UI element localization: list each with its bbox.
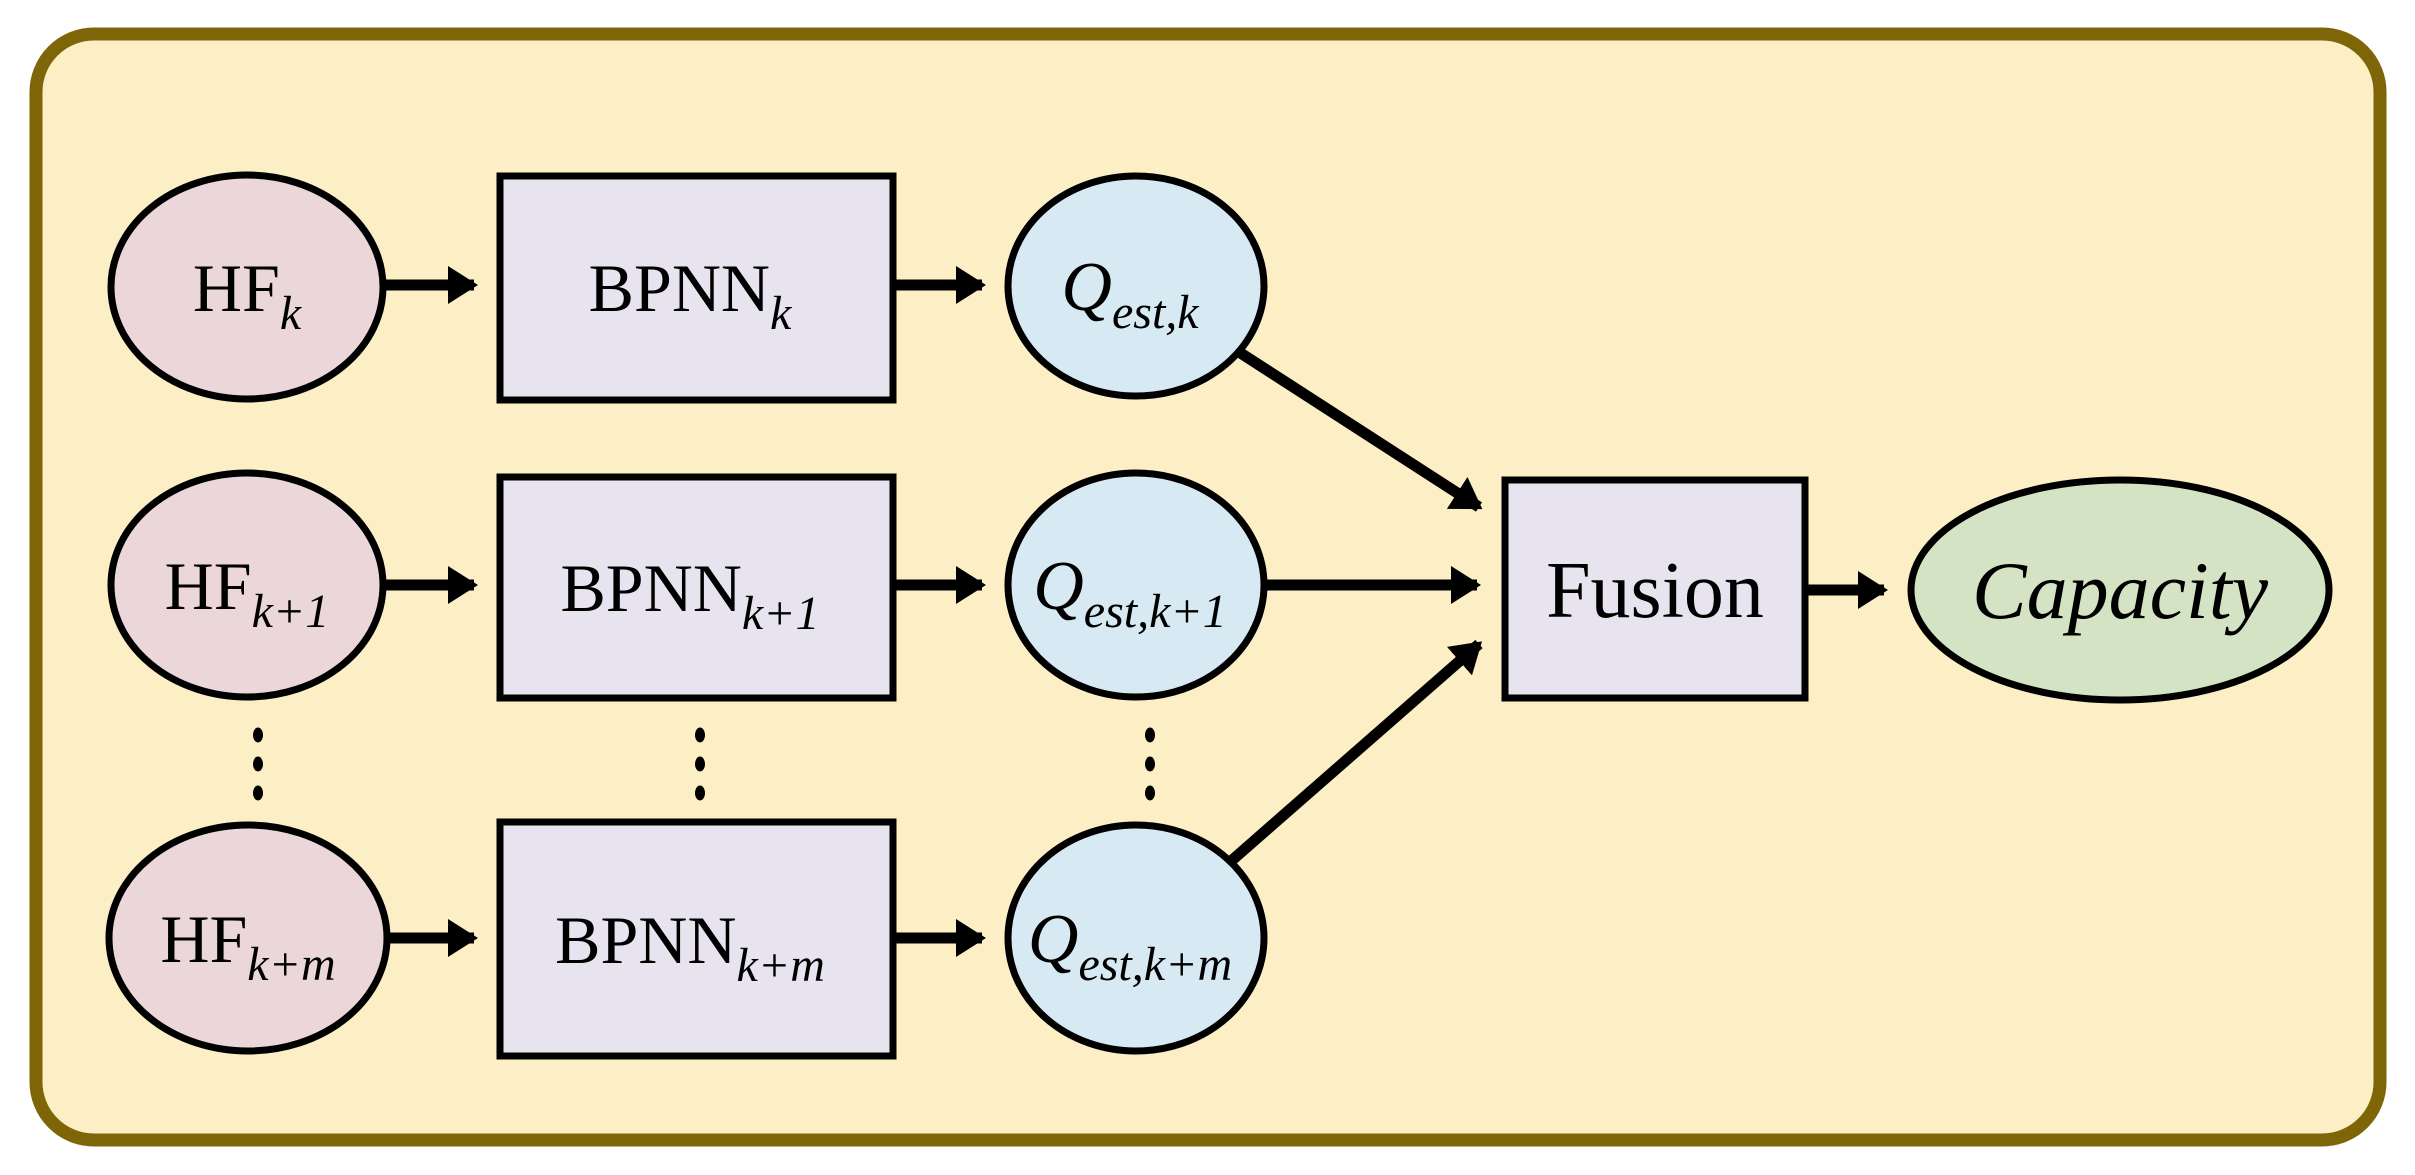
node-bpnn-km [496,818,897,1060]
node-q-est-km [1004,821,1268,1055]
node-hf-k1-label: HFk+1 [165,548,330,638]
ellipsis-column-input [253,727,263,801]
arrow-q-est-k-to-fusion [1236,347,1483,512]
node-capacity-label: Capacity [1972,545,2269,636]
node-hf-km-label: HFk+m [160,901,335,991]
node-hf-k-label: HFk [193,250,303,340]
node-q-est-k1-label: Qest,k+1 [1033,548,1227,638]
node-bpnn-k [496,172,897,404]
node-bpnn-k1 [496,473,897,702]
node-q-est-k [1004,172,1268,400]
node-bpnn-k1-label: BPNNk+1 [560,550,819,640]
ellipsis-column-estimate [1145,727,1155,801]
node-bpnn-km-label: BPNNk+m [555,902,825,992]
node-capacity [1907,476,2333,704]
node-fusion-label: Fusion [1546,547,1764,635]
node-fusion [1501,476,1809,702]
node-bpnn-k-label: BPNNk [589,250,793,340]
arrow-q-est-km-to-fusion [1226,639,1483,867]
ellipsis-column-model [695,727,705,801]
node-q-est-km-label: Qest,k+m [1028,901,1232,991]
node-q-est-k-label: Qest,k [1061,249,1200,339]
